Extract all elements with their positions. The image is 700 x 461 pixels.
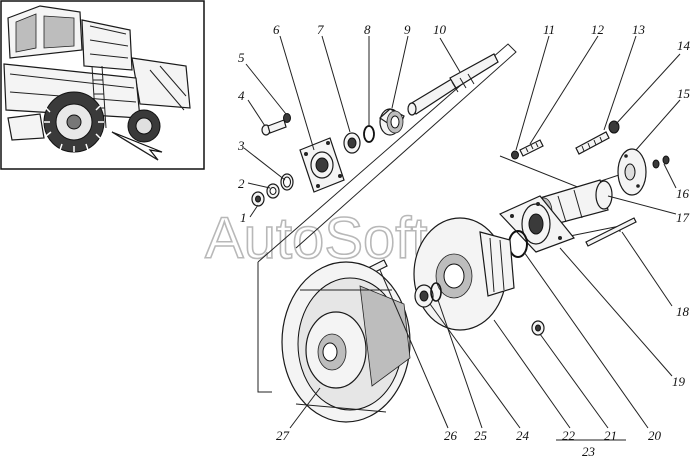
part-10-shaft [407, 53, 499, 116]
part-22-pulley-disc [413, 217, 515, 331]
watermark-text: AutoSoft [205, 206, 427, 271]
callout-2: 2 [238, 176, 245, 191]
part-3-ring [280, 173, 294, 191]
combine-harvester-illustration [3, 5, 191, 161]
callout-23: 23 [582, 444, 596, 459]
part-2-washer [266, 183, 280, 199]
callout-22: 22 [562, 428, 576, 443]
callout-16: 16 [676, 186, 690, 201]
callout-12: 12 [591, 22, 605, 37]
part-24-bearing [414, 284, 434, 308]
callout-20: 20 [648, 428, 662, 443]
part-15-cover-plate [617, 148, 647, 196]
callout-11: 11 [543, 22, 555, 37]
part-18-rod [585, 217, 637, 247]
callout-5: 5 [238, 50, 245, 65]
callout-4: 4 [238, 88, 245, 103]
callout-18: 18 [676, 304, 690, 319]
part-6-flange-housing [299, 137, 345, 193]
part-1-nut [251, 191, 265, 207]
callout-19: 19 [672, 374, 686, 389]
part-5-nut [283, 113, 291, 123]
part-12-bolt [519, 139, 544, 157]
part-27-pulley [281, 261, 411, 423]
callout-17: 17 [676, 210, 690, 225]
parts [251, 53, 670, 423]
part-9-bearing [379, 108, 405, 136]
callout-15: 15 [677, 86, 691, 101]
callout-1: 1 [240, 210, 247, 225]
part-4-bolt [261, 119, 287, 136]
callout-labels: 1 2 3 4 5 6 7 8 9 10 11 12 13 14 15 16 1… [237, 22, 691, 459]
combine-inset [0, 0, 205, 170]
callout-25: 25 [474, 428, 488, 443]
callout-14: 14 [677, 38, 691, 53]
callout-26: 26 [444, 428, 458, 443]
part-19-flange [498, 195, 575, 253]
callout-7: 7 [317, 22, 324, 37]
part-25-ring [430, 282, 442, 302]
callout-21: 21 [604, 428, 617, 443]
part-21-nut [531, 320, 545, 336]
callout-27: 27 [276, 428, 290, 443]
callout-13: 13 [632, 22, 646, 37]
callout-9: 9 [404, 22, 411, 37]
part-11-pin [511, 150, 519, 160]
callout-6: 6 [273, 22, 280, 37]
callout-10: 10 [433, 22, 447, 37]
part-8-circlip [363, 125, 375, 143]
callout-8: 8 [364, 22, 371, 37]
part-13-stud [575, 131, 610, 155]
callout-24: 24 [516, 428, 530, 443]
part-7-bearing [343, 132, 361, 154]
part-16-washer-nut [652, 155, 670, 169]
leader-lines [243, 35, 681, 441]
callout-3: 3 [237, 138, 245, 153]
